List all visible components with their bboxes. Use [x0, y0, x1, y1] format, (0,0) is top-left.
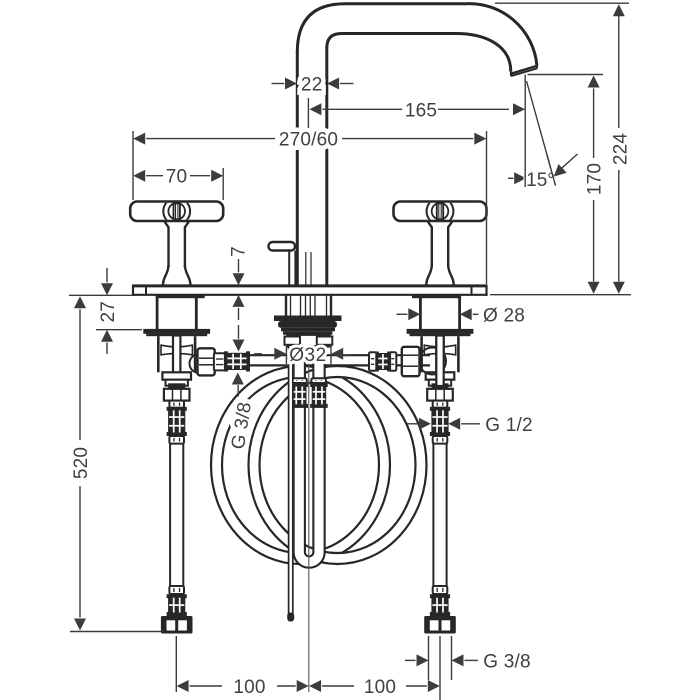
- svg-text:520: 520: [71, 447, 92, 479]
- svg-text:Ø 28: Ø 28: [483, 305, 525, 326]
- svg-text:170: 170: [585, 163, 606, 195]
- svg-text:224: 224: [611, 133, 632, 166]
- svg-text:100: 100: [233, 677, 265, 698]
- svg-text:100: 100: [364, 677, 396, 698]
- svg-text:7: 7: [229, 246, 250, 257]
- svg-text:7: 7: [229, 246, 250, 257]
- svg-text:15°: 15°: [526, 170, 555, 191]
- svg-text:G 1/2: G 1/2: [485, 415, 532, 436]
- svg-text:70: 70: [166, 167, 188, 188]
- svg-text:165: 165: [405, 100, 437, 121]
- svg-text:Ø32: Ø32: [289, 345, 326, 366]
- svg-text:G 3/8: G 3/8: [483, 651, 530, 672]
- svg-text:G 1/2: G 1/2: [485, 415, 532, 436]
- svg-text:22: 22: [301, 75, 323, 96]
- svg-text:170: 170: [585, 163, 606, 195]
- svg-text:100: 100: [364, 677, 396, 698]
- svg-text:165: 165: [405, 100, 437, 121]
- svg-text:27: 27: [98, 301, 119, 323]
- svg-text:Ø 28: Ø 28: [483, 305, 525, 326]
- svg-text:270/60: 270/60: [279, 130, 338, 151]
- svg-text:G 3/8: G 3/8: [483, 651, 530, 672]
- svg-text:27: 27: [98, 301, 119, 323]
- svg-text:Ø32: Ø32: [289, 345, 326, 366]
- svg-text:520: 520: [71, 447, 92, 479]
- svg-text:224: 224: [611, 133, 632, 166]
- svg-text:15°: 15°: [526, 170, 555, 191]
- svg-text:70: 70: [166, 167, 188, 188]
- svg-text:270/60: 270/60: [279, 130, 338, 151]
- svg-text:22: 22: [301, 75, 323, 96]
- svg-text:100: 100: [233, 677, 265, 698]
